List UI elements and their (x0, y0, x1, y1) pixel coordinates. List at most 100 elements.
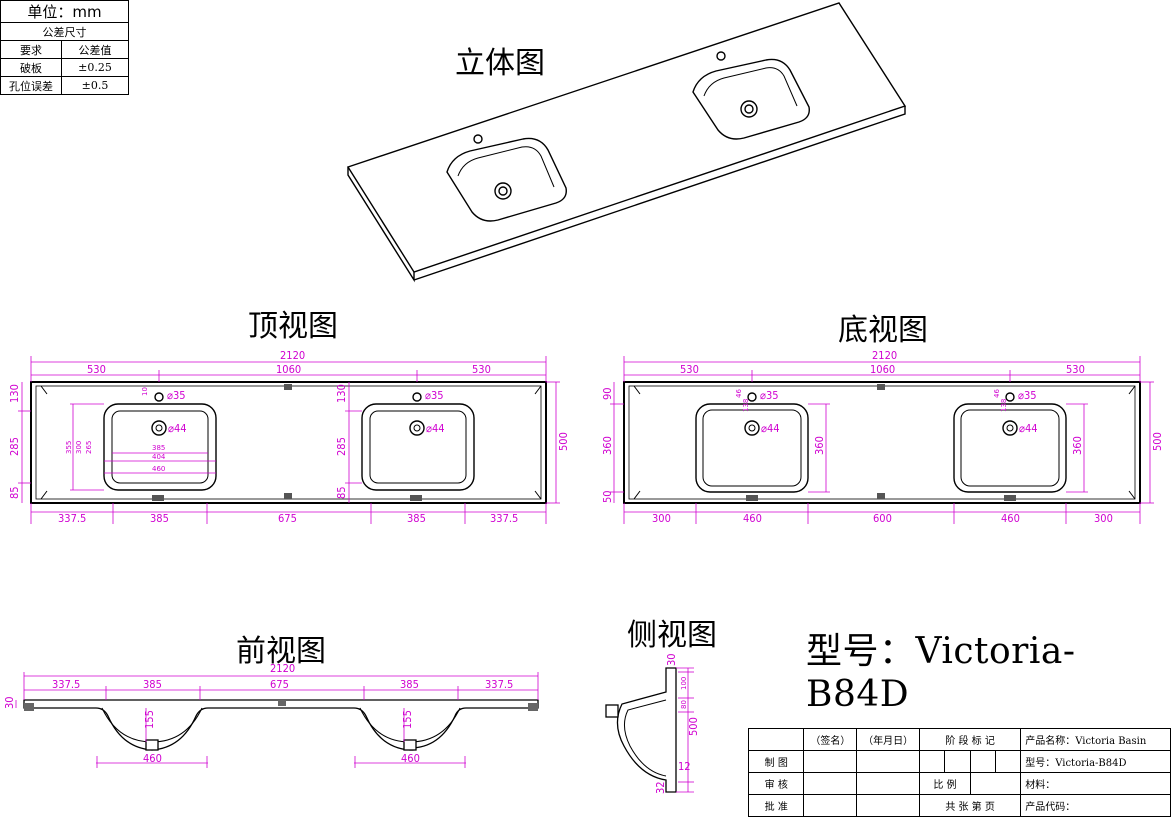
drawn-label: 制 图 (747, 750, 805, 773)
dim-label: 675 (270, 678, 289, 691)
dim-label: 337.5 (58, 512, 86, 525)
dim-label: 85 (8, 486, 21, 499)
dim-small: 46 (735, 389, 743, 398)
dim-label: 530 (87, 363, 106, 376)
dim-label: 85 (335, 486, 348, 499)
title-block: （签名） （年月日） 阶 段 标 记 产品名称：Victoria Basin 制… (747, 728, 1171, 817)
top-view-title: 顶视图 (248, 309, 338, 344)
stage-header: 阶 段 标 记 (918, 728, 1022, 751)
model-number: 型号：Victoria-B84D (806, 631, 1076, 715)
dim-label: 360 (1071, 436, 1084, 455)
dim-label: 500 (557, 432, 570, 451)
dim-small: 404 (152, 453, 166, 461)
product-code: 产品代码： (1020, 794, 1171, 817)
dim-label: 460 (743, 512, 762, 525)
tolerance-item: 孔位误差 (0, 76, 62, 95)
dim-label: 385 (150, 512, 169, 525)
material-field: 材料： (1020, 772, 1171, 795)
hole-label: ⌀44 (426, 422, 445, 435)
dim-small: 80 (680, 700, 688, 709)
dim-label: 530 (472, 363, 491, 376)
bottom-view-title: 底视图 (838, 313, 928, 348)
dim-label: 300 (1094, 512, 1113, 525)
dim-label: 360 (813, 436, 826, 455)
front-view-dims: 2120 337.5 385 675 385 337.5 30 155 155 … (3, 662, 513, 765)
tolerance-table: 单位：mm 公差尺寸 要求公差值 破板±0.25 孔位误差±0.5 (0, 0, 129, 95)
dim-label: 500 (687, 717, 700, 736)
dim-label: 130 (335, 384, 348, 403)
tolerance-value: ±0.5 (61, 76, 129, 95)
dim-label: 530 (1066, 363, 1085, 376)
top-view-dims: 2120 530 1060 530 337.5 385 675 385 337.… (8, 349, 570, 525)
dim-label: 337.5 (52, 678, 80, 691)
dim-overall: 2120 (270, 662, 295, 675)
dim-label: 460 (1001, 512, 1020, 525)
dim-label: 385 (400, 678, 419, 691)
dim-small: 10 (141, 387, 149, 396)
dim-label: 385 (143, 678, 162, 691)
hole-label: ⌀44 (1019, 422, 1038, 435)
side-view-dims: 30 100 80 500 12 32 (654, 653, 700, 794)
scale-label: 比 例 (918, 772, 971, 795)
dim-label: 90 (601, 387, 614, 400)
dim-label: 130 (8, 384, 21, 403)
dim-label: 285 (335, 437, 348, 456)
dim-label: 1060 (870, 363, 895, 376)
side-view-title: 侧视图 (627, 618, 717, 653)
dim-small: 138 (742, 399, 750, 412)
dim-label: 285 (8, 437, 21, 456)
front-view-title: 前视图 (236, 634, 326, 669)
dim-label: 337.5 (490, 512, 518, 525)
side-view (605, 667, 694, 793)
hole-label: ⌀35 (425, 389, 444, 402)
dim-label: 385 (407, 512, 426, 525)
hole-label: ⌀35 (760, 389, 779, 402)
dim-small: 265 (85, 441, 93, 454)
dim-label: 30 (665, 653, 678, 666)
sheets-label: 共 张 第 页 (918, 794, 1022, 817)
hole-label: ⌀44 (761, 422, 780, 435)
dim-small: 385 (152, 444, 165, 452)
dim-label: 50 (601, 490, 614, 503)
dim-label: 1060 (276, 363, 301, 376)
front-view (15, 672, 539, 768)
dim-small: 100 (680, 677, 688, 690)
dim-small: 355 (65, 441, 73, 454)
isometric-view (346, 2, 907, 283)
dim-label: 155 (143, 710, 156, 729)
approve-label: 批 准 (747, 794, 805, 817)
check-label: 审 核 (747, 772, 805, 795)
dim-overall: 2120 (872, 349, 897, 362)
model-field: 型号：Victoria-B84D (1020, 750, 1171, 773)
dim-small: 460 (152, 465, 165, 473)
dim-label: 600 (873, 512, 892, 525)
top-view (18, 356, 560, 524)
hole-label: ⌀35 (167, 389, 186, 402)
date-header: （年月日） (856, 728, 920, 751)
iso-view-title: 立体图 (455, 46, 545, 81)
product-name: 产品名称：Victoria Basin (1020, 728, 1171, 751)
dim-label: 360 (601, 436, 614, 455)
unit-label: 单位：mm (0, 0, 129, 23)
dim-small: 138 (1000, 399, 1008, 412)
hole-label: ⌀44 (168, 422, 187, 435)
dim-label: 155 (401, 710, 414, 729)
dim-label: 460 (401, 752, 420, 765)
dim-label: 30 (3, 696, 16, 709)
dim-label: 500 (1151, 432, 1164, 451)
dim-overall: 2120 (280, 349, 305, 362)
tolerance-item: 破板 (0, 58, 62, 77)
dim-label: 675 (278, 512, 297, 525)
dim-label: 460 (143, 752, 162, 765)
dim-label: 530 (680, 363, 699, 376)
hole-label: ⌀35 (1018, 389, 1037, 402)
dim-label: 12 (678, 760, 691, 773)
dim-label: 32 (654, 781, 667, 794)
dim-label: 337.5 (485, 678, 513, 691)
sign-header: （签名） (803, 728, 858, 751)
bottom-view-dims: 2120 530 1060 530 300 460 600 460 300 90… (601, 349, 1164, 525)
dim-small: 300 (75, 441, 83, 454)
dim-label: 300 (652, 512, 671, 525)
bottom-view (610, 356, 1154, 524)
dim-small: 46 (993, 389, 1001, 398)
